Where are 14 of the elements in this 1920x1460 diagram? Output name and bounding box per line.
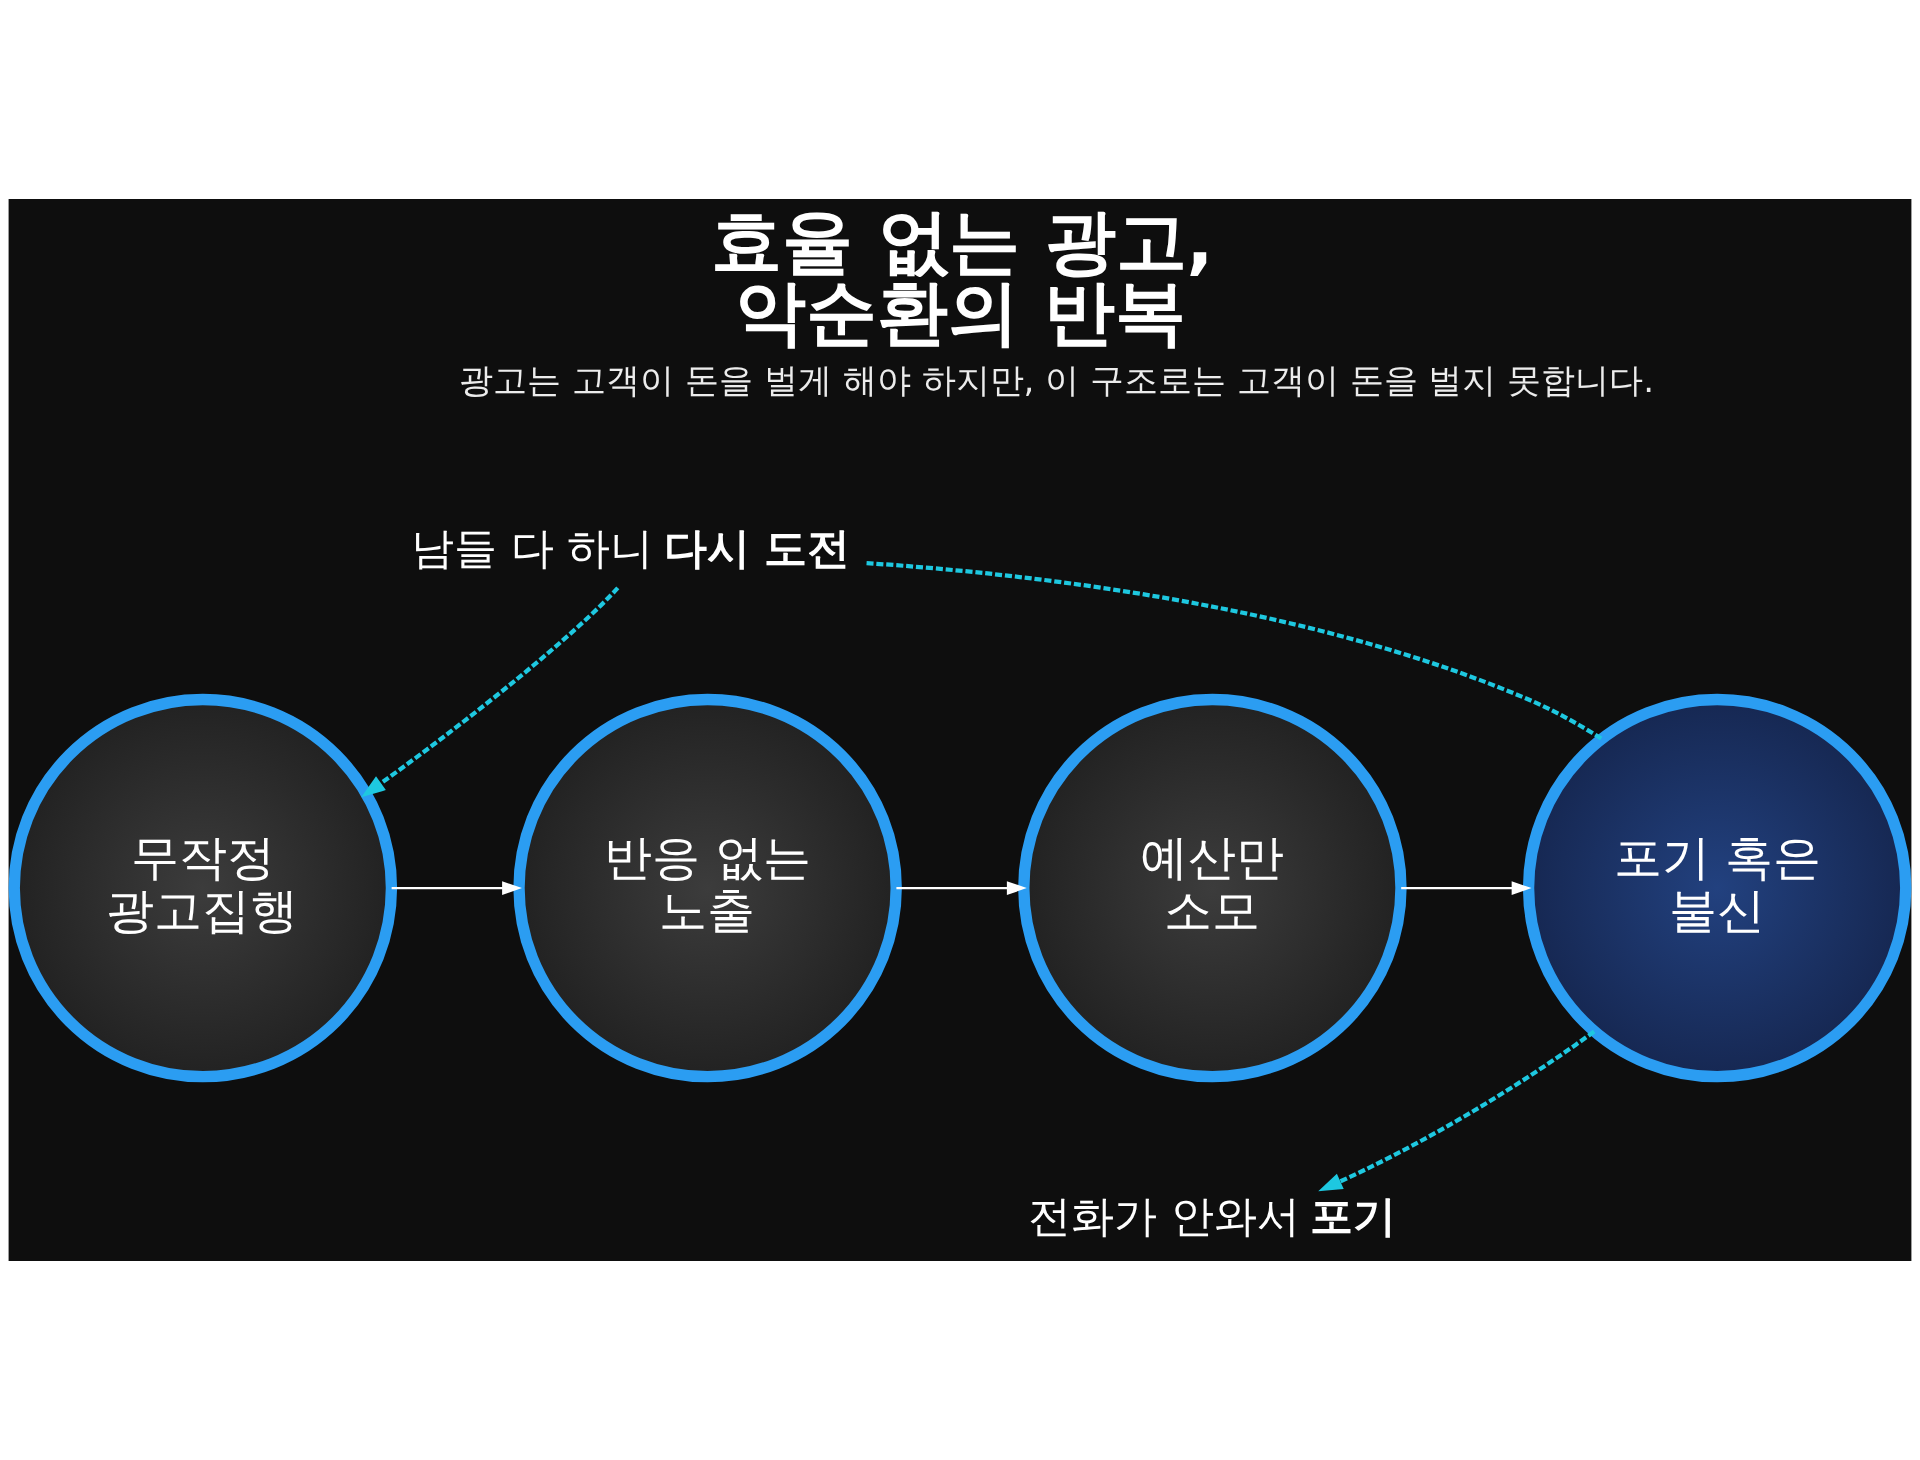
node-text: 남들 다 하니 다시 도전 (411, 524, 851, 574)
node-circle: 반응 없는 노출 (513, 693, 902, 1083)
arrow (896, 881, 1027, 896)
node-circle: 예산만 소모 (1018, 693, 1407, 1083)
arrow (361, 586, 620, 798)
arrow (391, 881, 522, 896)
node-circle: 포기 혹은 불신 (1522, 693, 1912, 1083)
arrow (1401, 881, 1532, 896)
node-text: 전화가 안와서 포기 (1028, 1192, 1397, 1242)
arrow (1318, 1029, 1596, 1192)
connector (863, 560, 1603, 741)
node-circle: 무작정 광고집행 (8, 693, 398, 1083)
diagram-title: 효율 없는 광고, 악순환의 반복 (711, 199, 1214, 354)
label: 광고는 고객이 돈을 벌게 해야 하지만, 이 구조로는 고객이 돈을 벌지 못합니다. (459, 360, 1655, 401)
